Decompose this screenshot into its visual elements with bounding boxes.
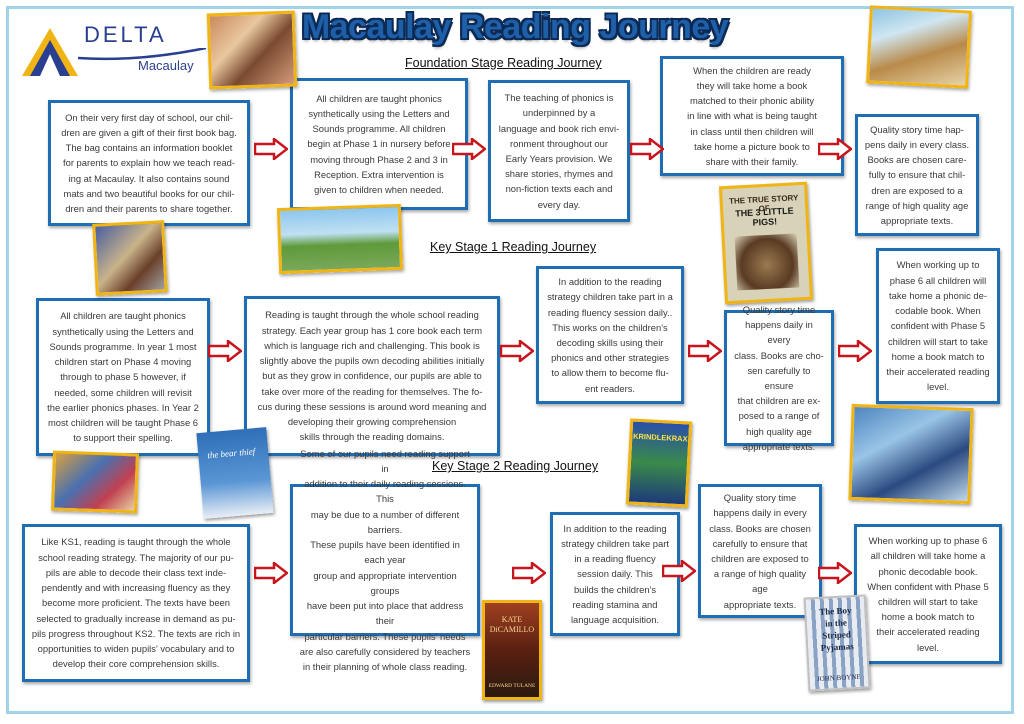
book-cover-pyjamas-4: Pyjamas [820,641,854,653]
delta-logo: DELTA Macaulay [20,20,210,80]
book-cover-kate-name-1: KATE [501,615,523,624]
logo-sub: Macaulay [138,58,194,73]
arrow-right-icon [208,340,242,362]
arrow-right-icon [512,562,546,584]
book-cover-pyjamas-1: The Boy [818,605,852,617]
logo-name: DELTA [84,22,167,47]
logo-swoosh [78,48,207,61]
photo-classroom-display [866,5,972,89]
photo-children-playing [848,403,974,505]
arrow-right-icon [452,138,486,160]
photo-child-reading [206,10,298,90]
book-cover-bear-thief: the bear thief [196,427,274,519]
photo-outdoor-reading [276,203,404,275]
arrow-right-icon [818,562,852,584]
arrow-right-icon [254,562,288,584]
book-cover-krindle-title: KRINDLEKRAX [632,431,688,444]
book-cover-thief-title: the bear thief [206,446,256,461]
ks1-box-2: Reading is taught through the whole scho… [244,296,500,456]
arrow-right-icon [838,340,872,362]
page-title: Macaulay Reading Journey [301,8,729,46]
book-cover-pigs-art [734,233,800,291]
arrow-right-icon [630,138,664,160]
book-cover-true-story-3-pigs: THE TRUE STORY OF THE 3 LITTLE PIGS! [718,181,814,305]
book-cover-krindlekrax: KRINDLEKRAX [625,418,693,508]
photo-children-on-carpet [92,220,168,296]
arrow-right-icon [500,340,534,362]
foundation-box-5-text: Quality story time hap-pens daily in eve… [864,123,970,227]
book-cover-pyjamas-2: in the [824,617,848,629]
delta-triangle-icon [22,28,78,76]
page-border [6,6,1014,714]
ks2-box-2: Some of our pupils need reading support … [290,448,480,672]
ks2-box-2-text: Some of our pupils need reading support … [299,447,471,673]
book-cover-striped-pyjamas: The Boy in the Striped Pyjamas JOHN BOYN… [803,594,871,692]
arrow-right-icon [688,340,722,362]
arrow-right-icon [818,138,852,160]
ks2-box-1-text: Like KS1, reading is taught through the … [31,536,241,670]
book-cover-kate-dicamillo: KATE DiCAMILLO EDWARD TULANE [482,600,542,700]
heading-foundation: Foundation Stage Reading Journey [405,56,602,70]
foundation-box-1-text: On their very first day of school, our c… [61,111,237,215]
book-cover-pyjamas-author: JOHN BOYNE [816,672,861,684]
arrow-right-icon [662,560,696,582]
foundation-box-1: On their very first day of school, our c… [48,100,250,226]
book-cover-pigs-title-2: THE 3 LITTLE PIGS! [734,205,794,228]
arrow-right-icon [254,138,288,160]
book-cover-pyjamas-3: Striped [822,629,852,641]
ks1-box-2-text: Reading is taught through the whole scho… [257,309,487,443]
heading-ks1: Key Stage 1 Reading Journey [430,240,597,254]
book-cover-kate-sub: EDWARD TULANE [488,683,536,689]
foundation-box-5: Quality story time hap-pens daily in eve… [855,114,979,236]
heading-ks2: Key Stage 2 Reading Journey [432,459,599,473]
photo-children-library [50,450,140,514]
ks2-box-1: Like KS1, reading is taught through the … [22,524,250,682]
book-cover-kate-name-2: DiCAMILLO [489,625,535,634]
